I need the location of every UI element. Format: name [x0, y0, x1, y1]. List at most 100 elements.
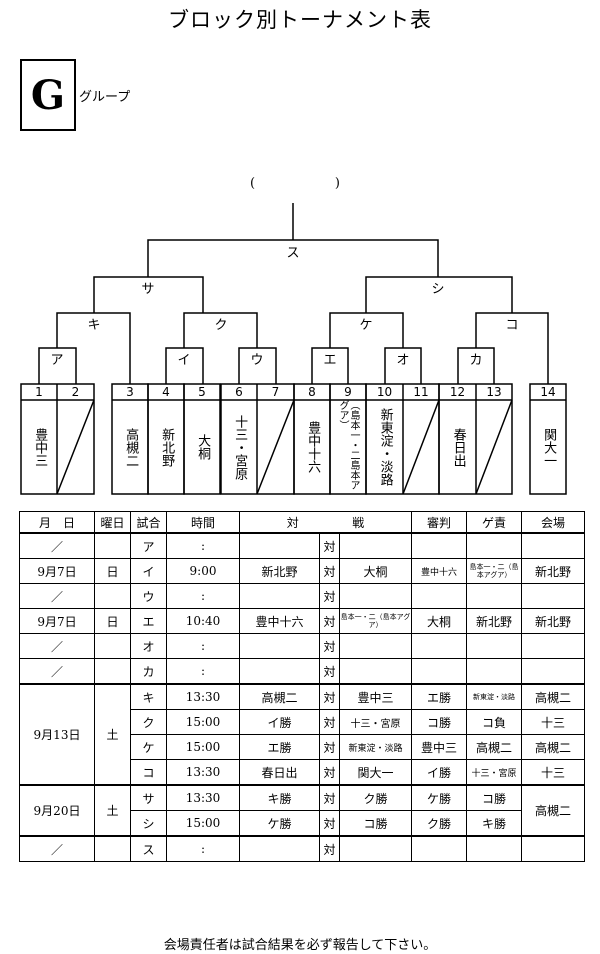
team-name: 高槻二	[123, 427, 139, 467]
table-row: ／ ス : 対	[19, 835, 586, 862]
cell-team-a	[239, 583, 320, 609]
cell-team-b: 新東淀・淡路	[338, 734, 413, 760]
cell-date: ／	[19, 633, 95, 659]
match-label-quarterfinal: コ	[505, 318, 519, 333]
cell-time: :	[166, 583, 240, 609]
team-name: 豊中三	[32, 427, 48, 467]
team-number: 8	[308, 385, 316, 399]
match-label-semifinal: サ	[141, 282, 155, 297]
team-slot: 6 十三・宮原	[221, 384, 257, 494]
bye-slash	[402, 399, 440, 495]
header-month-day: 月 日	[19, 511, 95, 534]
bracket-line	[365, 276, 513, 313]
cell-time: 10:40	[166, 608, 240, 634]
cell-gate	[466, 583, 523, 609]
bracket-line	[457, 347, 495, 384]
cell-gate: 高槻二	[466, 734, 523, 760]
cell-weekday: 土	[94, 683, 131, 786]
cell-time: 13:30	[166, 784, 240, 811]
bye-slash	[475, 399, 513, 495]
cell-match: イ	[130, 558, 167, 584]
cell-time: :	[166, 835, 240, 862]
team-name: 大桐	[195, 434, 211, 460]
cell-team-b	[338, 583, 413, 609]
table-row: ケ 15:00 エ勝 対 新東淀・淡路 豊中三 高槻二 高槻二	[20, 734, 586, 760]
cell-vs: 対	[319, 633, 340, 659]
cell-time: 15:00	[166, 709, 240, 735]
table-row: ／ ウ : 対	[19, 583, 586, 609]
table-row: 9月13日 土 キ 13:30 高槻二 対 豊中三 エ勝 新東淀・淡路 高槻二	[19, 683, 586, 786]
header-gate: ゲ責	[466, 511, 523, 534]
header-venue: 会場	[521, 511, 586, 534]
tournament-bracket	[20, 203, 567, 495]
cell-match: エ	[130, 608, 167, 634]
header-matchup: 対 戦	[238, 511, 413, 534]
cell-gate: キ勝	[466, 810, 523, 837]
cell-time: :	[166, 658, 240, 685]
cell-gate: 新北野	[466, 608, 523, 634]
cell-vs: 対	[319, 734, 340, 760]
table-header-row: 月 日 曜日 試合 時間 対 戦 審判 ゲ責 会場	[19, 511, 586, 534]
cell-venue: 新北野	[521, 558, 586, 584]
cell-referee: エ勝	[411, 683, 468, 710]
cell-referee: 豊中十六	[411, 558, 468, 584]
header-weekday: 曜日	[94, 511, 131, 534]
cell-match: ウ	[130, 583, 167, 609]
team-number: 6	[235, 385, 243, 399]
cell-date: ／	[19, 532, 95, 559]
cell-team-b	[338, 658, 413, 685]
cell-venue	[521, 633, 586, 659]
cell-referee	[411, 658, 468, 685]
bracket-line	[93, 276, 204, 313]
cell-gate: 十三・宮原	[466, 759, 523, 786]
cell-venue	[521, 583, 586, 609]
team-number: 2	[71, 385, 80, 399]
team-number: 1	[35, 385, 43, 399]
cell-weekday: 日	[94, 558, 131, 584]
cell-venue: 新北野	[521, 608, 586, 634]
cell-referee: イ勝	[411, 759, 468, 786]
bracket-line	[183, 312, 258, 348]
cell-match: シ	[130, 810, 167, 837]
team-number: 3	[126, 385, 134, 399]
cell-team-b	[338, 835, 413, 862]
cell-time: 13:30	[166, 759, 240, 786]
bracket-line	[238, 347, 277, 384]
cell-vs: 対	[319, 709, 340, 735]
match-label-final: ス	[286, 246, 300, 261]
table-row: 9月7日 日 イ 9:00 新北野 対 大桐 豊中十六 島本一・二（島本アグア）…	[19, 558, 586, 584]
bracket-line	[311, 347, 349, 384]
team-number: 9	[344, 385, 352, 399]
cell-match: オ	[130, 633, 167, 659]
bracket-line	[384, 347, 422, 384]
cell-team-a: 豊中十六	[239, 608, 320, 634]
match-label-first-round: ア	[50, 353, 64, 368]
footer-note: 会場責任者は試合結果を必ず報告して下さい。	[163, 938, 437, 953]
cell-team-a	[239, 532, 320, 559]
cell-team-b: ク勝	[338, 784, 413, 811]
bracket-line	[475, 312, 549, 384]
cell-referee	[411, 583, 468, 609]
team-slot: 5 大桐	[184, 384, 220, 494]
bye-slash	[256, 399, 295, 495]
cell-team-a: キ勝	[239, 784, 320, 811]
table-row: ／ カ : 対	[19, 658, 586, 685]
cell-match: キ	[130, 683, 167, 710]
match-label-quarterfinal: ケ	[359, 318, 373, 333]
page-title: ブロック別トーナメント表	[168, 8, 432, 32]
cell-vs: 対	[319, 784, 340, 811]
team-name: 春日出	[450, 427, 466, 467]
cell-match: ス	[130, 835, 167, 862]
cell-date: 9月7日	[19, 608, 95, 634]
cell-vs: 対	[319, 759, 340, 786]
table-row: ／ オ : 対	[19, 633, 586, 659]
cell-time: 9:00	[166, 558, 240, 584]
cell-venue: 高槻二	[521, 683, 586, 710]
team-box-group	[529, 383, 567, 495]
header-time: 時間	[166, 511, 240, 534]
team-slot: 4 新北野	[148, 384, 184, 494]
cell-time: 15:00	[166, 810, 240, 837]
cell-team-b	[338, 633, 413, 659]
team-slot: 12 春日出	[439, 384, 476, 494]
match-label-first-round: オ	[396, 353, 410, 368]
